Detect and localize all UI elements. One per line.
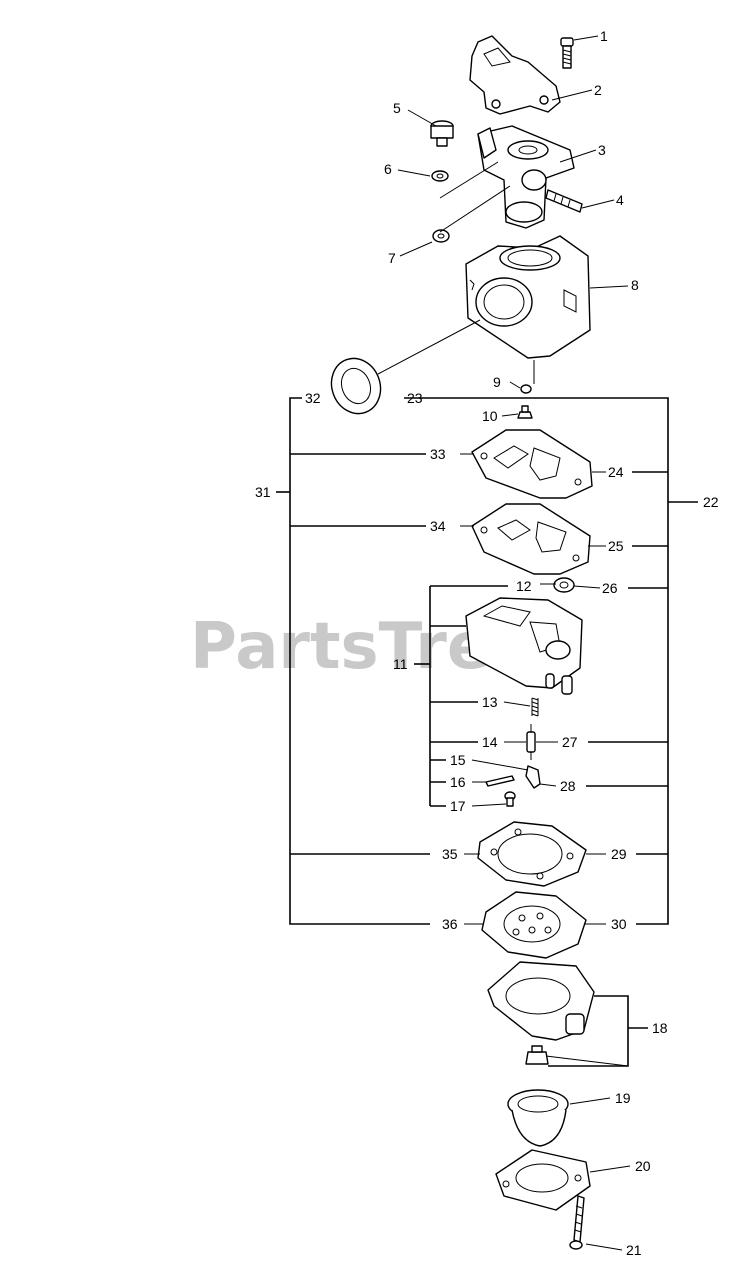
callout-36: 36 xyxy=(442,916,458,932)
callout-2: 2 xyxy=(594,82,602,98)
callout-32: 32 xyxy=(305,390,321,406)
part-2-bracket xyxy=(469,35,561,115)
callout-15: 15 xyxy=(450,752,466,768)
callout-22: 22 xyxy=(703,494,719,510)
callout-3: 3 xyxy=(598,142,606,158)
callout-26: 26 xyxy=(602,580,618,596)
callout-35: 35 xyxy=(442,846,458,862)
callout-19: 19 xyxy=(615,1090,631,1106)
part-29-35-gasket xyxy=(477,821,587,887)
part-25-34-diaphragm xyxy=(471,503,591,575)
part-24-33-gasket xyxy=(471,429,593,499)
part-19-primer-bulb xyxy=(507,1089,569,1147)
part-7-clip xyxy=(432,229,450,243)
callout-16: 16 xyxy=(450,774,466,790)
part-18-cover xyxy=(487,961,595,1065)
part-16-pin xyxy=(485,775,515,787)
callout-28: 28 xyxy=(560,778,576,794)
part-13-spring xyxy=(531,697,539,717)
part-3-throttle-body xyxy=(477,125,575,229)
part-20-retainer-plate xyxy=(495,1149,591,1211)
part-11-pump-body xyxy=(465,597,583,695)
callout-25: 25 xyxy=(608,538,624,554)
part-32-gasket-ring xyxy=(330,357,382,415)
part-5-shaft xyxy=(430,120,454,147)
callout-7: 7 xyxy=(388,250,396,266)
callout-4: 4 xyxy=(616,192,624,208)
callout-11: 11 xyxy=(393,656,408,672)
callout-23: 23 xyxy=(407,390,423,406)
callout-34: 34 xyxy=(430,518,446,534)
callout-8: 8 xyxy=(631,277,639,293)
part-21-screw xyxy=(569,1195,585,1250)
callout-10: 10 xyxy=(482,408,498,424)
part-10-needle-valve xyxy=(517,405,533,419)
part-1-screw xyxy=(560,37,574,69)
part-26-seat xyxy=(553,577,575,593)
callout-14: 14 xyxy=(482,734,498,750)
part-17-screw xyxy=(504,791,516,807)
callout-9: 9 xyxy=(493,374,501,390)
callout-31: 31 xyxy=(255,484,271,500)
part-4-screw xyxy=(545,189,583,213)
callout-13: 13 xyxy=(482,694,498,710)
part-8-carburetor-body xyxy=(465,235,591,359)
callout-30: 30 xyxy=(611,916,627,932)
part-28-lever xyxy=(525,765,541,789)
callout-17: 17 xyxy=(450,798,466,814)
leader-lines xyxy=(377,35,631,1251)
callout-33: 33 xyxy=(430,446,446,462)
callout-27: 27 xyxy=(562,734,578,750)
callout-29: 29 xyxy=(611,846,627,862)
callout-5: 5 xyxy=(393,100,401,116)
bracket-11 xyxy=(414,585,508,807)
callout-12: 12 xyxy=(516,578,532,594)
callout-18: 18 xyxy=(652,1020,668,1036)
part-30-36-diaphragm xyxy=(481,891,587,959)
callout-20: 20 xyxy=(635,1158,651,1174)
bracket-31 xyxy=(276,397,430,925)
callout-21: 21 xyxy=(626,1242,642,1258)
part-6-washer xyxy=(431,170,449,182)
callout-1: 1 xyxy=(600,28,608,44)
callout-6: 6 xyxy=(384,161,392,177)
part-9-o-ring xyxy=(520,384,532,394)
bracket-18 xyxy=(548,995,648,1067)
callout-24: 24 xyxy=(608,464,624,480)
part-14-needle xyxy=(526,724,536,760)
bracket-22 xyxy=(404,397,698,925)
callout-labels: 1 2 3 4 5 6 7 8 9 10 11 12 13 14 15 16 1… xyxy=(255,28,719,1258)
